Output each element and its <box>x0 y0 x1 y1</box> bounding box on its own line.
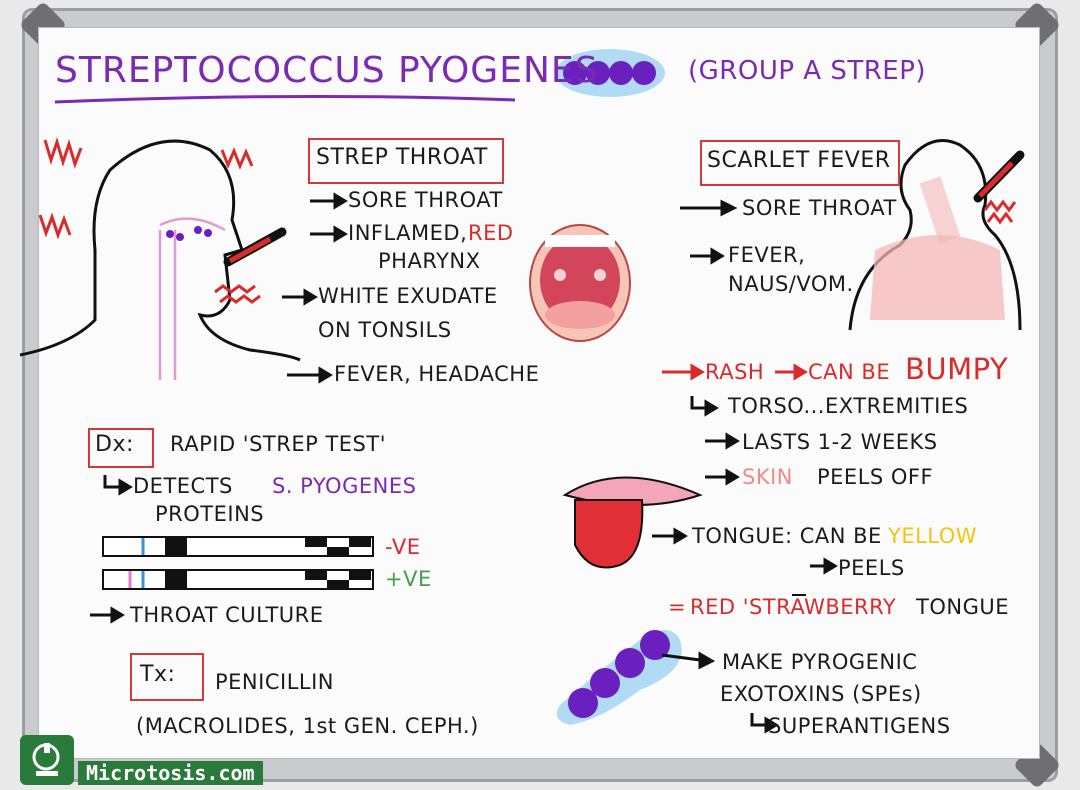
strep-item-white-exudate: WHITE EXUDATE <box>318 284 498 308</box>
page-title: STREPTOCOCCUS PYOGENES <box>55 50 599 91</box>
scarlet-fever-heading-box <box>700 140 900 186</box>
dx-negative-label: -VE <box>385 535 421 559</box>
sf-yellow: YELLOW <box>888 524 978 548</box>
strep-item-sore-throat: SORE THROAT <box>348 188 503 212</box>
strep-item-inflamed: INFLAMED, <box>348 221 468 245</box>
sf-tongue-can-be: TONGUE: CAN BE <box>692 524 882 548</box>
sf-red-strawberry: RED 'STRAWBERRY <box>690 595 897 619</box>
tx-alternatives: (MACROLIDES, 1st GEN. CEPH.) <box>136 714 479 738</box>
sf-equals: = <box>668 595 687 619</box>
sf-peels: PEELS <box>838 556 905 580</box>
sf-lasts: LASTS 1-2 WEEKS <box>742 430 938 454</box>
strep-item-pharynx: PHARYNX <box>378 249 481 273</box>
scarlet-fever-heading: SCARLET FEVER <box>707 148 891 173</box>
sf-naus-vom: NAUS/VOM. <box>728 272 854 296</box>
sf-skin: SKIN <box>742 465 794 489</box>
strep-throat-heading-box <box>308 138 504 184</box>
strep-item-red: RED <box>468 221 514 245</box>
sf-superantigens: SUPERANTIGENS <box>768 714 951 738</box>
dx-s-pyogenes: S. PYOGENES <box>272 474 417 498</box>
tx-label: Tx: <box>140 662 176 687</box>
tx-penicillin: PENICILLIN <box>215 670 334 694</box>
sf-sore-throat: SORE THROAT <box>742 196 897 220</box>
page-subtitle: (GROUP A STREP) <box>688 56 927 86</box>
dx-throat-culture: THROAT CULTURE <box>130 603 324 627</box>
dx-proteins: PROTEINS <box>155 502 265 526</box>
microscope-icon <box>20 735 74 785</box>
sf-rash: RASH <box>705 360 765 384</box>
sf-torso-extremities: TORSO...EXTREMITIES <box>728 394 969 418</box>
sf-bumpy: BUMPY <box>905 352 1009 386</box>
tx-label-box <box>130 653 204 701</box>
sf-tongue-word: TONGUE <box>916 595 1009 619</box>
dx-label-box <box>88 428 154 468</box>
sf-make-pyrogenic: MAKE PYROGENIC <box>722 650 918 674</box>
dx-detects: DETECTS <box>133 474 233 498</box>
sf-can-be: CAN BE <box>808 360 891 384</box>
strep-item-fever-headache: FEVER, HEADACHE <box>334 362 540 386</box>
dx-rapid-strep-test: RAPID 'STREP TEST' <box>170 432 386 456</box>
dx-positive-label: +VE <box>385 567 432 591</box>
logo-text: Microtosis.com <box>78 761 263 785</box>
strep-throat-heading: STREP THROAT <box>316 145 488 170</box>
sf-exotoxins: EXOTOXINS (SPEs) <box>720 682 922 706</box>
sf-fever: FEVER, <box>728 243 806 267</box>
microtosis-logo[interactable]: Microtosis.com <box>20 735 290 785</box>
dx-label: Dx: <box>95 432 134 457</box>
sf-peels-off: PEELS OFF <box>817 465 934 489</box>
strep-item-on-tonsils: ON TONSILS <box>318 318 452 342</box>
